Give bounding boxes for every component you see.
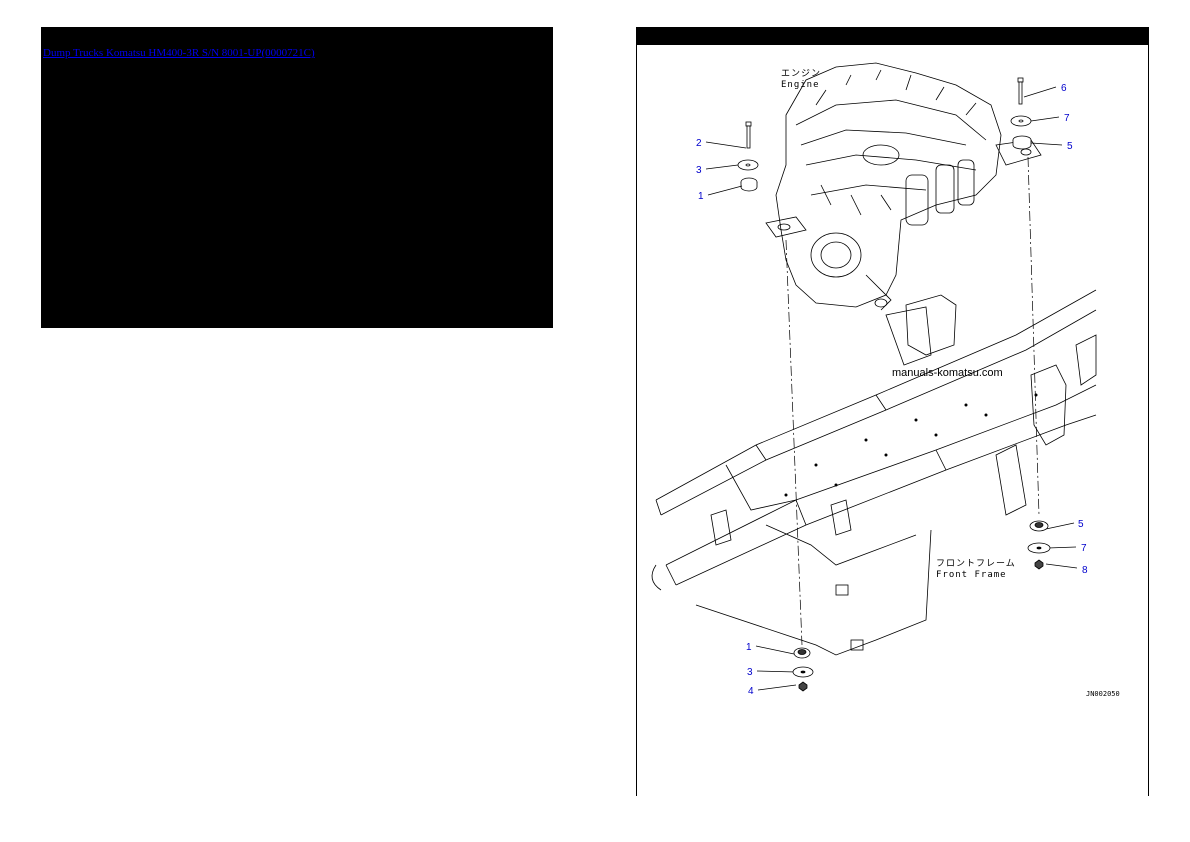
header-panel: Dump Trucks Komatsu HM400-3R S/N 8001-UP…: [41, 27, 553, 328]
callout-6: 6: [1061, 83, 1067, 94]
callout-8: 8: [1082, 565, 1088, 576]
engine-mount-illustration: [651, 62, 1097, 692]
callout-7: 7: [1064, 113, 1070, 124]
callout-5-lower: 5: [1078, 519, 1084, 530]
engine-label-en: Engine: [781, 80, 820, 90]
callout-1: 1: [698, 191, 704, 202]
front-frame-label: フロントフレーム Front Frame: [936, 559, 1016, 581]
page-border-left: [636, 45, 637, 796]
exploded-view-drawing: エンジン Engine フロントフレーム Front Frame manuals…: [636, 45, 1149, 796]
page-header-bar: [636, 27, 1149, 45]
callout-3-lower: 3: [747, 667, 753, 678]
watermark-text: manuals-komatsu.com: [892, 367, 1003, 379]
front-frame-label-jp: フロントフレーム: [936, 559, 1016, 569]
engine-label: エンジン Engine: [781, 69, 821, 91]
callout-1-lower: 1: [746, 642, 752, 653]
catalog-title-link[interactable]: Dump Trucks Komatsu HM400-3R S/N 8001-UP…: [43, 47, 315, 59]
callout-7-lower: 7: [1081, 543, 1087, 554]
callout-3: 3: [696, 165, 702, 176]
callout-5: 5: [1067, 141, 1073, 152]
drawing-id: JN002050: [1086, 690, 1120, 698]
callout-4: 4: [748, 686, 754, 697]
front-frame-label-en: Front Frame: [936, 570, 1007, 580]
parts-diagram-page: エンジン Engine フロントフレーム Front Frame manuals…: [636, 27, 1149, 796]
callout-2: 2: [696, 138, 702, 149]
engine-label-jp: エンジン: [781, 69, 822, 79]
page-border-right: [1148, 45, 1149, 796]
